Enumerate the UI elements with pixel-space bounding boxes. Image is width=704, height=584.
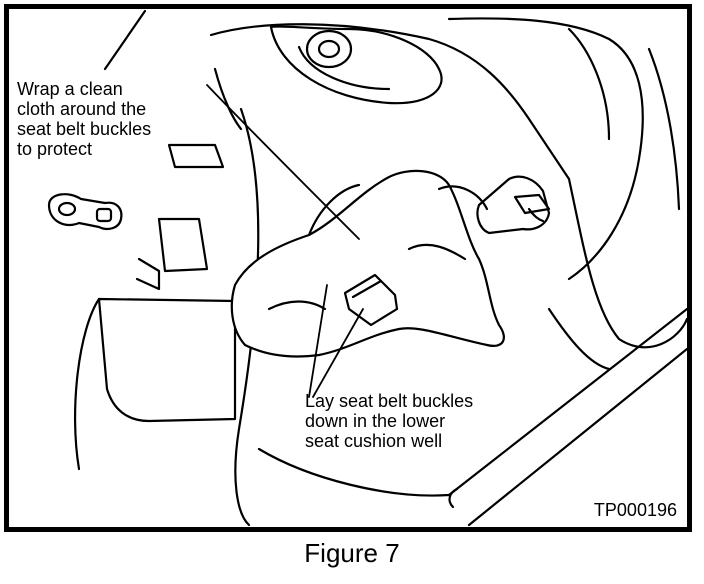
seat-bolster <box>269 25 443 105</box>
figure-caption: Figure 7 <box>304 538 400 568</box>
seat-frame-line <box>103 9 147 71</box>
seat-belt-buckle-right <box>476 175 551 235</box>
right-cushion-seam <box>547 307 611 371</box>
belt-strap <box>437 185 489 211</box>
seat-bolster-contour <box>297 45 391 91</box>
armrest-outline <box>447 17 644 281</box>
seat-rail-lower <box>467 347 687 527</box>
left-bracket <box>135 257 161 291</box>
seat-cushion-left-edge <box>234 107 260 527</box>
right-cushion-outline <box>567 177 687 349</box>
seat-base-side <box>73 297 101 471</box>
lay-buckles-callout: Lay seat belt buckles down in the lower … <box>305 391 474 451</box>
leader-line-wrap <box>206 84 360 240</box>
leader-line-lay-1 <box>308 284 328 398</box>
left-tab-upper <box>167 143 225 169</box>
seat-bolster-knob <box>305 29 353 69</box>
leader-line-lay-2 <box>312 308 364 398</box>
seat-bolster-knob-inner <box>317 39 341 59</box>
figure-frame: Wrap a clean cloth around the seat belt … <box>4 4 692 532</box>
cloth-fold-2 <box>407 243 467 261</box>
seat-clip-icon <box>47 193 123 230</box>
seat-cushion-top-edge <box>209 23 571 181</box>
seat-well-bottom <box>257 447 451 497</box>
seat-belt-buckle-left <box>343 273 399 327</box>
seat-base-panel <box>97 297 237 423</box>
cloth-fold-1 <box>307 183 361 237</box>
seat-rail-end <box>448 487 459 509</box>
wrap-cloth-callout: Wrap a clean cloth around the seat belt … <box>17 79 152 159</box>
cloth-fold-3 <box>267 300 327 311</box>
seat-cushion-illustration <box>47 9 687 527</box>
protective-cloth <box>230 169 505 358</box>
seat-rail-upper <box>447 307 687 497</box>
left-tab-lower <box>157 217 209 273</box>
armrest-edge <box>647 47 681 211</box>
seat-cushion-seam <box>213 67 243 131</box>
figure-id-label: TP000196 <box>593 500 677 520</box>
armrest-contour <box>567 27 611 141</box>
